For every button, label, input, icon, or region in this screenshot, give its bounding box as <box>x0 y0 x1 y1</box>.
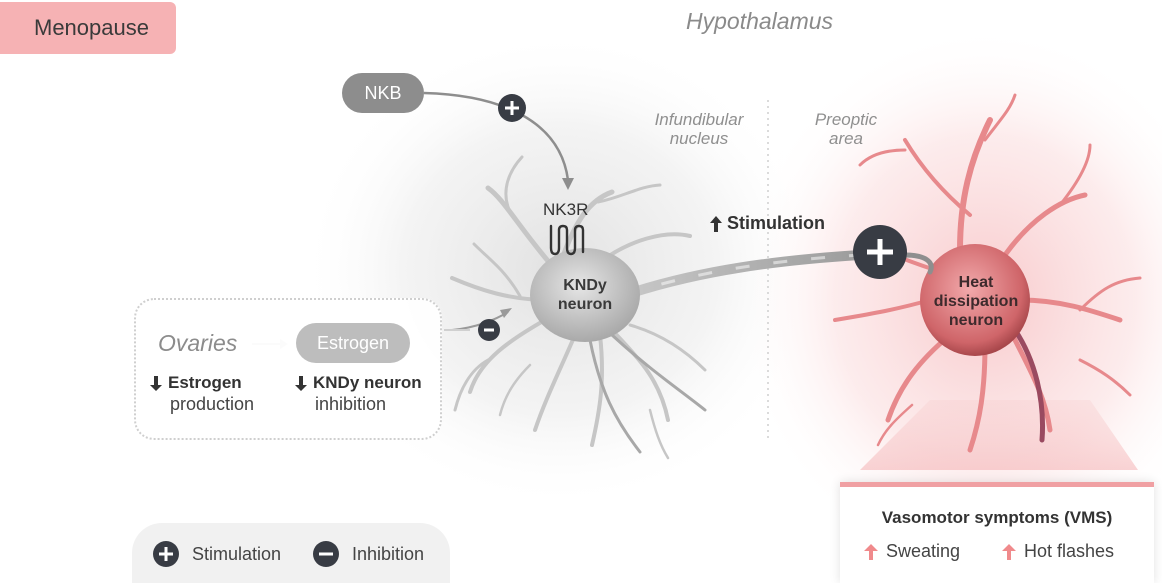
ovaries-label: Ovaries <box>158 330 238 356</box>
estrogen-inhibition-icon <box>478 319 500 341</box>
vms-box <box>840 482 1154 583</box>
vms-item-hot-flashes: Hot flashes <box>1002 541 1114 562</box>
kndy-line-2: neuron <box>557 296 613 313</box>
nkb-stimulation-icon <box>498 94 526 122</box>
kndy-line-1: KNDy <box>563 277 607 294</box>
menopause-tag: Menopause <box>0 2 176 54</box>
vms-item-sweating-label: Sweating <box>886 541 961 561</box>
preoptic-area-label: Preoptic area <box>800 110 892 148</box>
legend-item-stimulation: Stimulation <box>152 540 281 568</box>
menopause-tag-label: Menopause <box>34 15 149 40</box>
legend <box>132 523 450 583</box>
infundibular-line-1: Infundibular <box>654 110 744 129</box>
stimulation-annotation-text: Stimulation <box>727 213 825 233</box>
infundibular-nucleus-label: Infundibular nucleus <box>640 110 758 148</box>
arrow-up-icon <box>864 543 878 560</box>
legend-stimulation-label: Stimulation <box>192 543 282 564</box>
vms-item-hot-flashes-label: Hot flashes <box>1024 541 1115 561</box>
synapse-stimulation-icon <box>853 225 907 279</box>
hypothalamus-title: Hypothalamus <box>686 8 834 34</box>
stimulation-annotation: Stimulation <box>710 213 825 234</box>
effect-2-title: KNDy neuron <box>313 373 422 392</box>
legend-item-inhibition: Inhibition <box>312 540 424 568</box>
heat-line-2: dissipation <box>933 293 1019 310</box>
preoptic-line-2: area <box>828 129 864 148</box>
estrogen-pill-label: Estrogen <box>316 332 390 353</box>
preoptic-line-1: Preoptic <box>814 110 878 129</box>
arrow-down-icon <box>295 375 307 391</box>
arrow-up-icon <box>1002 543 1016 560</box>
vms-title: Vasomotor symptoms (VMS) <box>881 508 1113 527</box>
kndy-neuron-label: KNDy neuron <box>545 276 625 314</box>
effect-1-title: Estrogen <box>168 373 242 392</box>
ovary-estrogen-box <box>134 298 442 440</box>
plus-icon <box>153 541 179 567</box>
arrow-up-icon <box>710 215 722 232</box>
heat-dissipation-neuron-label: Heat dissipation neuron <box>920 273 1032 330</box>
vms-item-sweating: Sweating <box>864 541 960 562</box>
arrow-down-icon <box>150 375 162 391</box>
minus-icon <box>313 541 339 567</box>
receptor-coil-icon <box>549 224 585 256</box>
infundibular-line-2: nucleus <box>669 129 729 148</box>
nkb-pill: NKB <box>342 73 424 113</box>
heat-line-1: Heat <box>958 274 994 291</box>
legend-inhibition-label: Inhibition <box>352 543 425 564</box>
effect-estrogen-production: Estrogen production <box>150 373 254 415</box>
effect-1-sub: production <box>170 394 255 414</box>
nk3r-label: NK3R <box>543 200 589 219</box>
nkb-label: NKB <box>364 82 402 103</box>
estrogen-pill: Estrogen <box>296 323 410 363</box>
effect-kndy-inhibition: KNDy neuron inhibition <box>295 373 422 415</box>
heat-line-3: neuron <box>948 312 1004 329</box>
effect-2-sub: inhibition <box>315 394 387 414</box>
